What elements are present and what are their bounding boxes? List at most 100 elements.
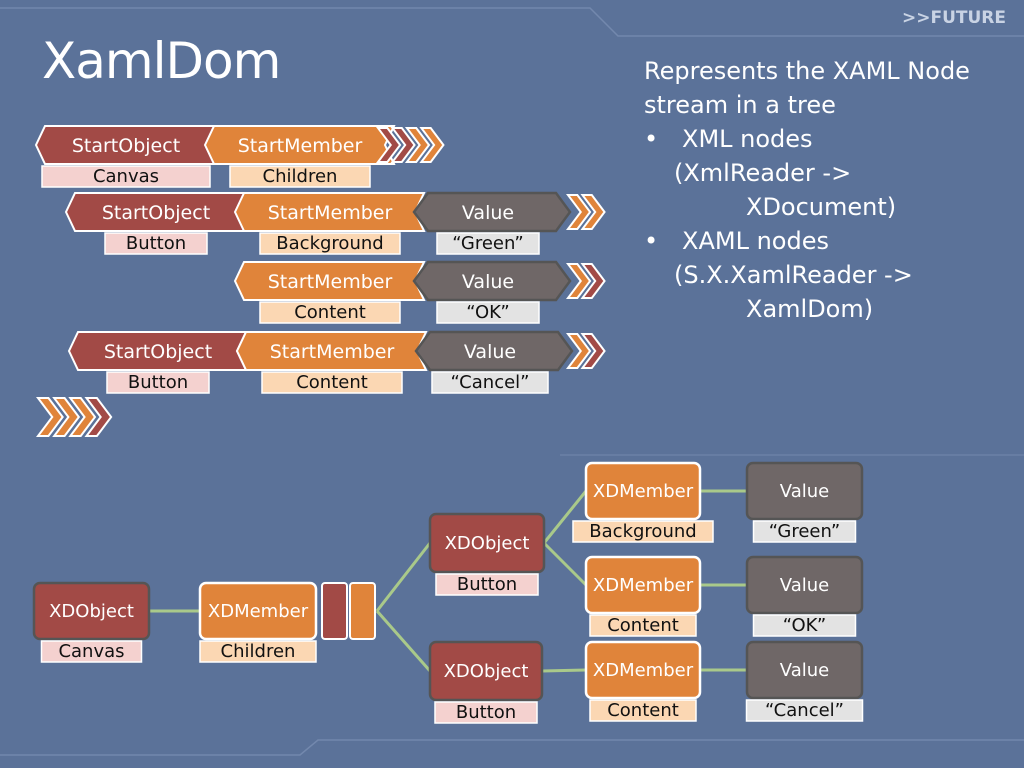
startobject-label: Button (106, 371, 210, 394)
tree-node-xdmember (584, 461, 702, 521)
tree-node-label-text: Background (589, 521, 696, 542)
tree-node-label-text: “Green” (769, 521, 841, 542)
tree-node-label-text: Button (456, 702, 516, 723)
startmember-label-box (261, 371, 403, 394)
bullet-icon: • (644, 125, 659, 153)
tree-node-value (745, 461, 864, 521)
chevron-arrow-icon (376, 127, 402, 163)
tree-node-xdmember (584, 555, 702, 615)
tree-edge (541, 668, 587, 673)
tree-node-label-box (589, 614, 697, 637)
bullet-label: XML nodes (682, 125, 813, 153)
chevron-arrow-icon (566, 263, 592, 299)
bullet-item: • XML nodes (644, 122, 1014, 156)
startobject-label-text: Button (128, 372, 188, 393)
chevron-arrow-icon (566, 194, 592, 230)
startmember-label-box (259, 232, 401, 255)
tree-node-label-text: Content (607, 700, 679, 721)
value-label-box (436, 232, 540, 255)
intro-line: stream in a tree (644, 91, 836, 119)
value-kind-text: Value (462, 271, 514, 293)
value-label-box (431, 371, 549, 394)
chevron-arrow-icon (36, 397, 64, 437)
value-label: “Green” (436, 232, 540, 255)
startobject-label-box (41, 165, 211, 188)
description-text: Represents the XAML Node stream in a tre… (644, 54, 1014, 326)
startmember-label-box (229, 165, 371, 188)
tree-node-label: Button (435, 573, 539, 596)
xdmember-kind-text: XDMember (593, 481, 694, 502)
value-label-box (436, 301, 540, 324)
bullet-detail: (XmlReader -> (674, 159, 852, 187)
value-kind-text: Value (462, 202, 514, 224)
value-label: “OK” (436, 301, 540, 324)
startmember-label: Content (261, 371, 403, 394)
startmember-node (203, 125, 396, 165)
bullet-detail: XDocument) (746, 193, 897, 221)
brand-logo: >>FUTURE (901, 8, 1006, 28)
value-kind-text: Value (780, 481, 829, 502)
tree-node-xdobject (32, 581, 151, 641)
tree-node-label: Button (434, 701, 538, 724)
value-node (412, 260, 572, 302)
value-label-text: “Cancel” (451, 372, 530, 393)
xdmember-kind-text: XDMember (593, 575, 694, 596)
collection-item-bar (321, 582, 348, 640)
value-label-text: “Green” (452, 233, 524, 254)
tree-node-label-text: Children (221, 641, 296, 662)
tree-edge (375, 610, 432, 672)
tree-node-label-box (435, 573, 539, 596)
startobject-kind-text: StartObject (72, 135, 180, 157)
startobject-kind-text: StartObject (104, 341, 212, 363)
startmember-node (235, 331, 428, 371)
startobject-label-text: Button (126, 233, 186, 254)
chevron-arrow-icon (390, 127, 416, 163)
xdmember-kind-text: XDMember (593, 660, 694, 681)
tree-node-label: Children (199, 640, 317, 663)
value-kind-text: Value (780, 575, 829, 596)
startmember-label-box (259, 301, 401, 324)
tree-edge (542, 541, 588, 587)
startmember-label-text: Children (263, 166, 338, 187)
value-node (412, 191, 572, 233)
startobject-label: Button (104, 232, 208, 255)
startmember-label: Background (259, 232, 401, 255)
startobject-label-box (106, 371, 210, 394)
chevron-arrow-icon (580, 263, 606, 299)
value-label-text: “OK” (466, 302, 509, 323)
tree-node-label-text: Button (457, 574, 517, 595)
tree-node-label: Background (572, 520, 714, 543)
tree-node-label-text: Content (607, 615, 679, 636)
startmember-label-text: Background (276, 233, 383, 254)
startmember-label-text: Content (294, 302, 366, 323)
startobject-kind-text: StartObject (102, 202, 210, 224)
tree-node-label-box (752, 520, 857, 543)
bullet-detail: (S.X.XamlReader -> (674, 261, 913, 289)
collection-item-bar (349, 582, 376, 640)
startmember-node (233, 261, 426, 301)
chevron-arrow-icon (580, 333, 606, 369)
startmember-kind-text: StartMember (238, 135, 363, 157)
tree-node-label-text: “OK” (783, 615, 826, 636)
tree-node-label-box (434, 701, 538, 724)
tree-node-label: “Green” (752, 520, 857, 543)
intro-line: Represents the XAML Node (644, 57, 970, 85)
tree-node-label-box (752, 614, 857, 637)
tree-node-xdmember (584, 640, 702, 700)
chevron-arrow-icon (566, 333, 592, 369)
startmember-label: Content (259, 301, 401, 324)
startobject-label-box (104, 232, 208, 255)
chevron-arrow-icon (404, 127, 431, 163)
xdobject-kind-text: XDObject (444, 661, 529, 682)
tree-node-xdobject (428, 640, 544, 702)
xdobject-kind-text: XDObject (49, 601, 134, 622)
tree-node-xdobject (428, 512, 546, 574)
tree-node-value (745, 640, 864, 700)
startmember-label: Children (229, 165, 371, 188)
chevron-arrow-icon (84, 397, 113, 437)
tree-node-label: Content (589, 614, 697, 637)
page-title: XamlDom (42, 32, 281, 90)
tree-edge (375, 542, 432, 612)
